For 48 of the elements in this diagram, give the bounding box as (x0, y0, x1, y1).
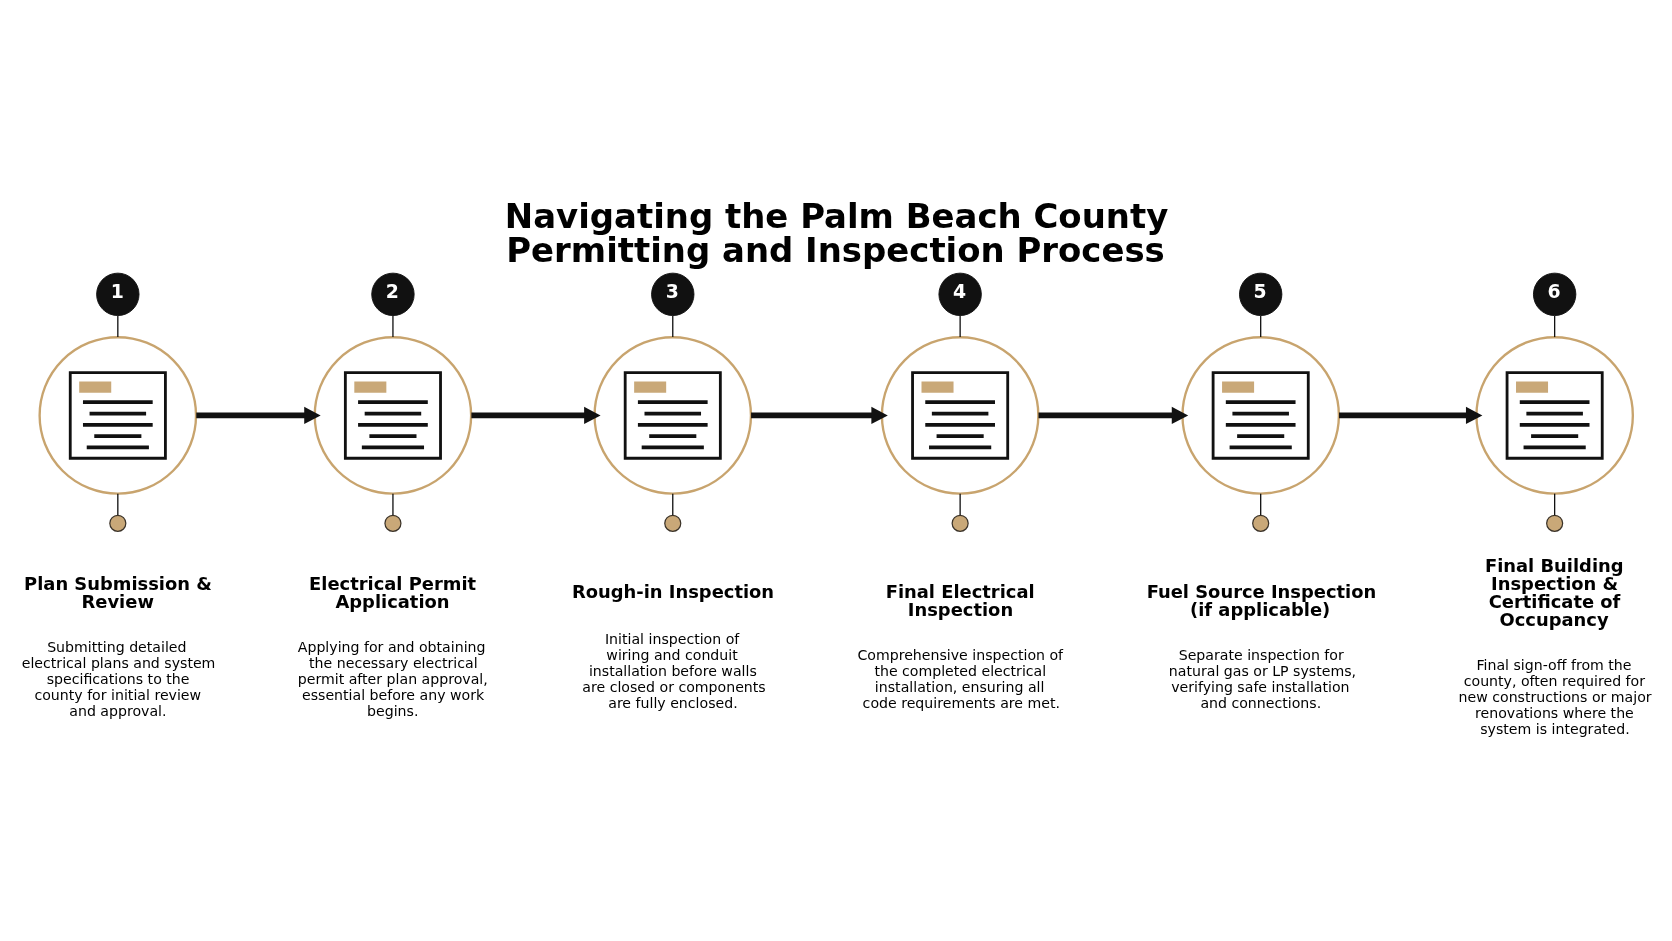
arrow (1339, 406, 1483, 424)
node-label: Final Electrical Inspection (885, 580, 1035, 620)
node-picture (593, 335, 753, 495)
node-circle: 4 (938, 272, 982, 316)
arrow (1038, 406, 1189, 424)
connector (1554, 314, 1556, 338)
node-circle (951, 514, 969, 532)
connector (959, 492, 961, 516)
node-circle: 1 (96, 272, 140, 316)
node-circle: 6 (1533, 272, 1577, 316)
node-circle (664, 514, 682, 532)
node-label: Final Building Inspection & Certificate of Occupancy (1484, 554, 1624, 630)
node-picture (38, 335, 198, 495)
node-label: Electrical Permit Application (309, 572, 477, 612)
arrow (196, 406, 321, 424)
connector (1554, 492, 1556, 516)
connector (1260, 314, 1262, 338)
node-picture (1475, 335, 1635, 495)
node-circle (109, 514, 127, 532)
node-label: Submitting detailed electrical plans and system specifications to the county for initial review and approval. (21, 638, 216, 719)
diagram-title: Navigating the Palm Beach County Permitting and Inspection Process (504, 196, 1169, 270)
node-label: Final sign-off from the county, often required for new constructions or major renovations where the system is integrated. (1458, 656, 1652, 737)
node-circle: 5 (1239, 272, 1283, 316)
connector (117, 314, 119, 338)
node-picture (313, 335, 473, 495)
node-picture (880, 335, 1040, 495)
node-picture (1181, 335, 1341, 495)
node-label: Plan Submission & Review (24, 572, 212, 612)
connector (959, 314, 961, 338)
connector (392, 492, 394, 516)
node-label: Applying for and obtaining the necessary electrical permit after plan approval, essential before any work begins. (297, 638, 488, 719)
connector (672, 314, 674, 338)
connector (1260, 492, 1262, 516)
node-label: Rough-in Inspection (571, 580, 775, 602)
node-label: Comprehensive inspection of the completed electrical installation, ensuring all code requirements are met. (857, 646, 1064, 711)
arrow (471, 406, 601, 424)
connector (392, 314, 394, 338)
node-circle: 2 (371, 272, 415, 316)
node-label: Initial inspection of wiring and conduit installation before walls are closed or components are fully enclosed. (582, 630, 766, 711)
node-circle (384, 514, 402, 532)
connector (672, 492, 674, 516)
node-circle (1546, 514, 1564, 532)
connector (117, 492, 119, 516)
arrow (751, 406, 888, 424)
node-label: Fuel Source Inspection (if applicable) (1146, 580, 1377, 620)
node-circle: 3 (651, 272, 695, 316)
node-circle (1252, 514, 1270, 532)
node-label: Separate inspection for natural gas or LP systems, verifying safe installation and connections. (1168, 646, 1357, 711)
